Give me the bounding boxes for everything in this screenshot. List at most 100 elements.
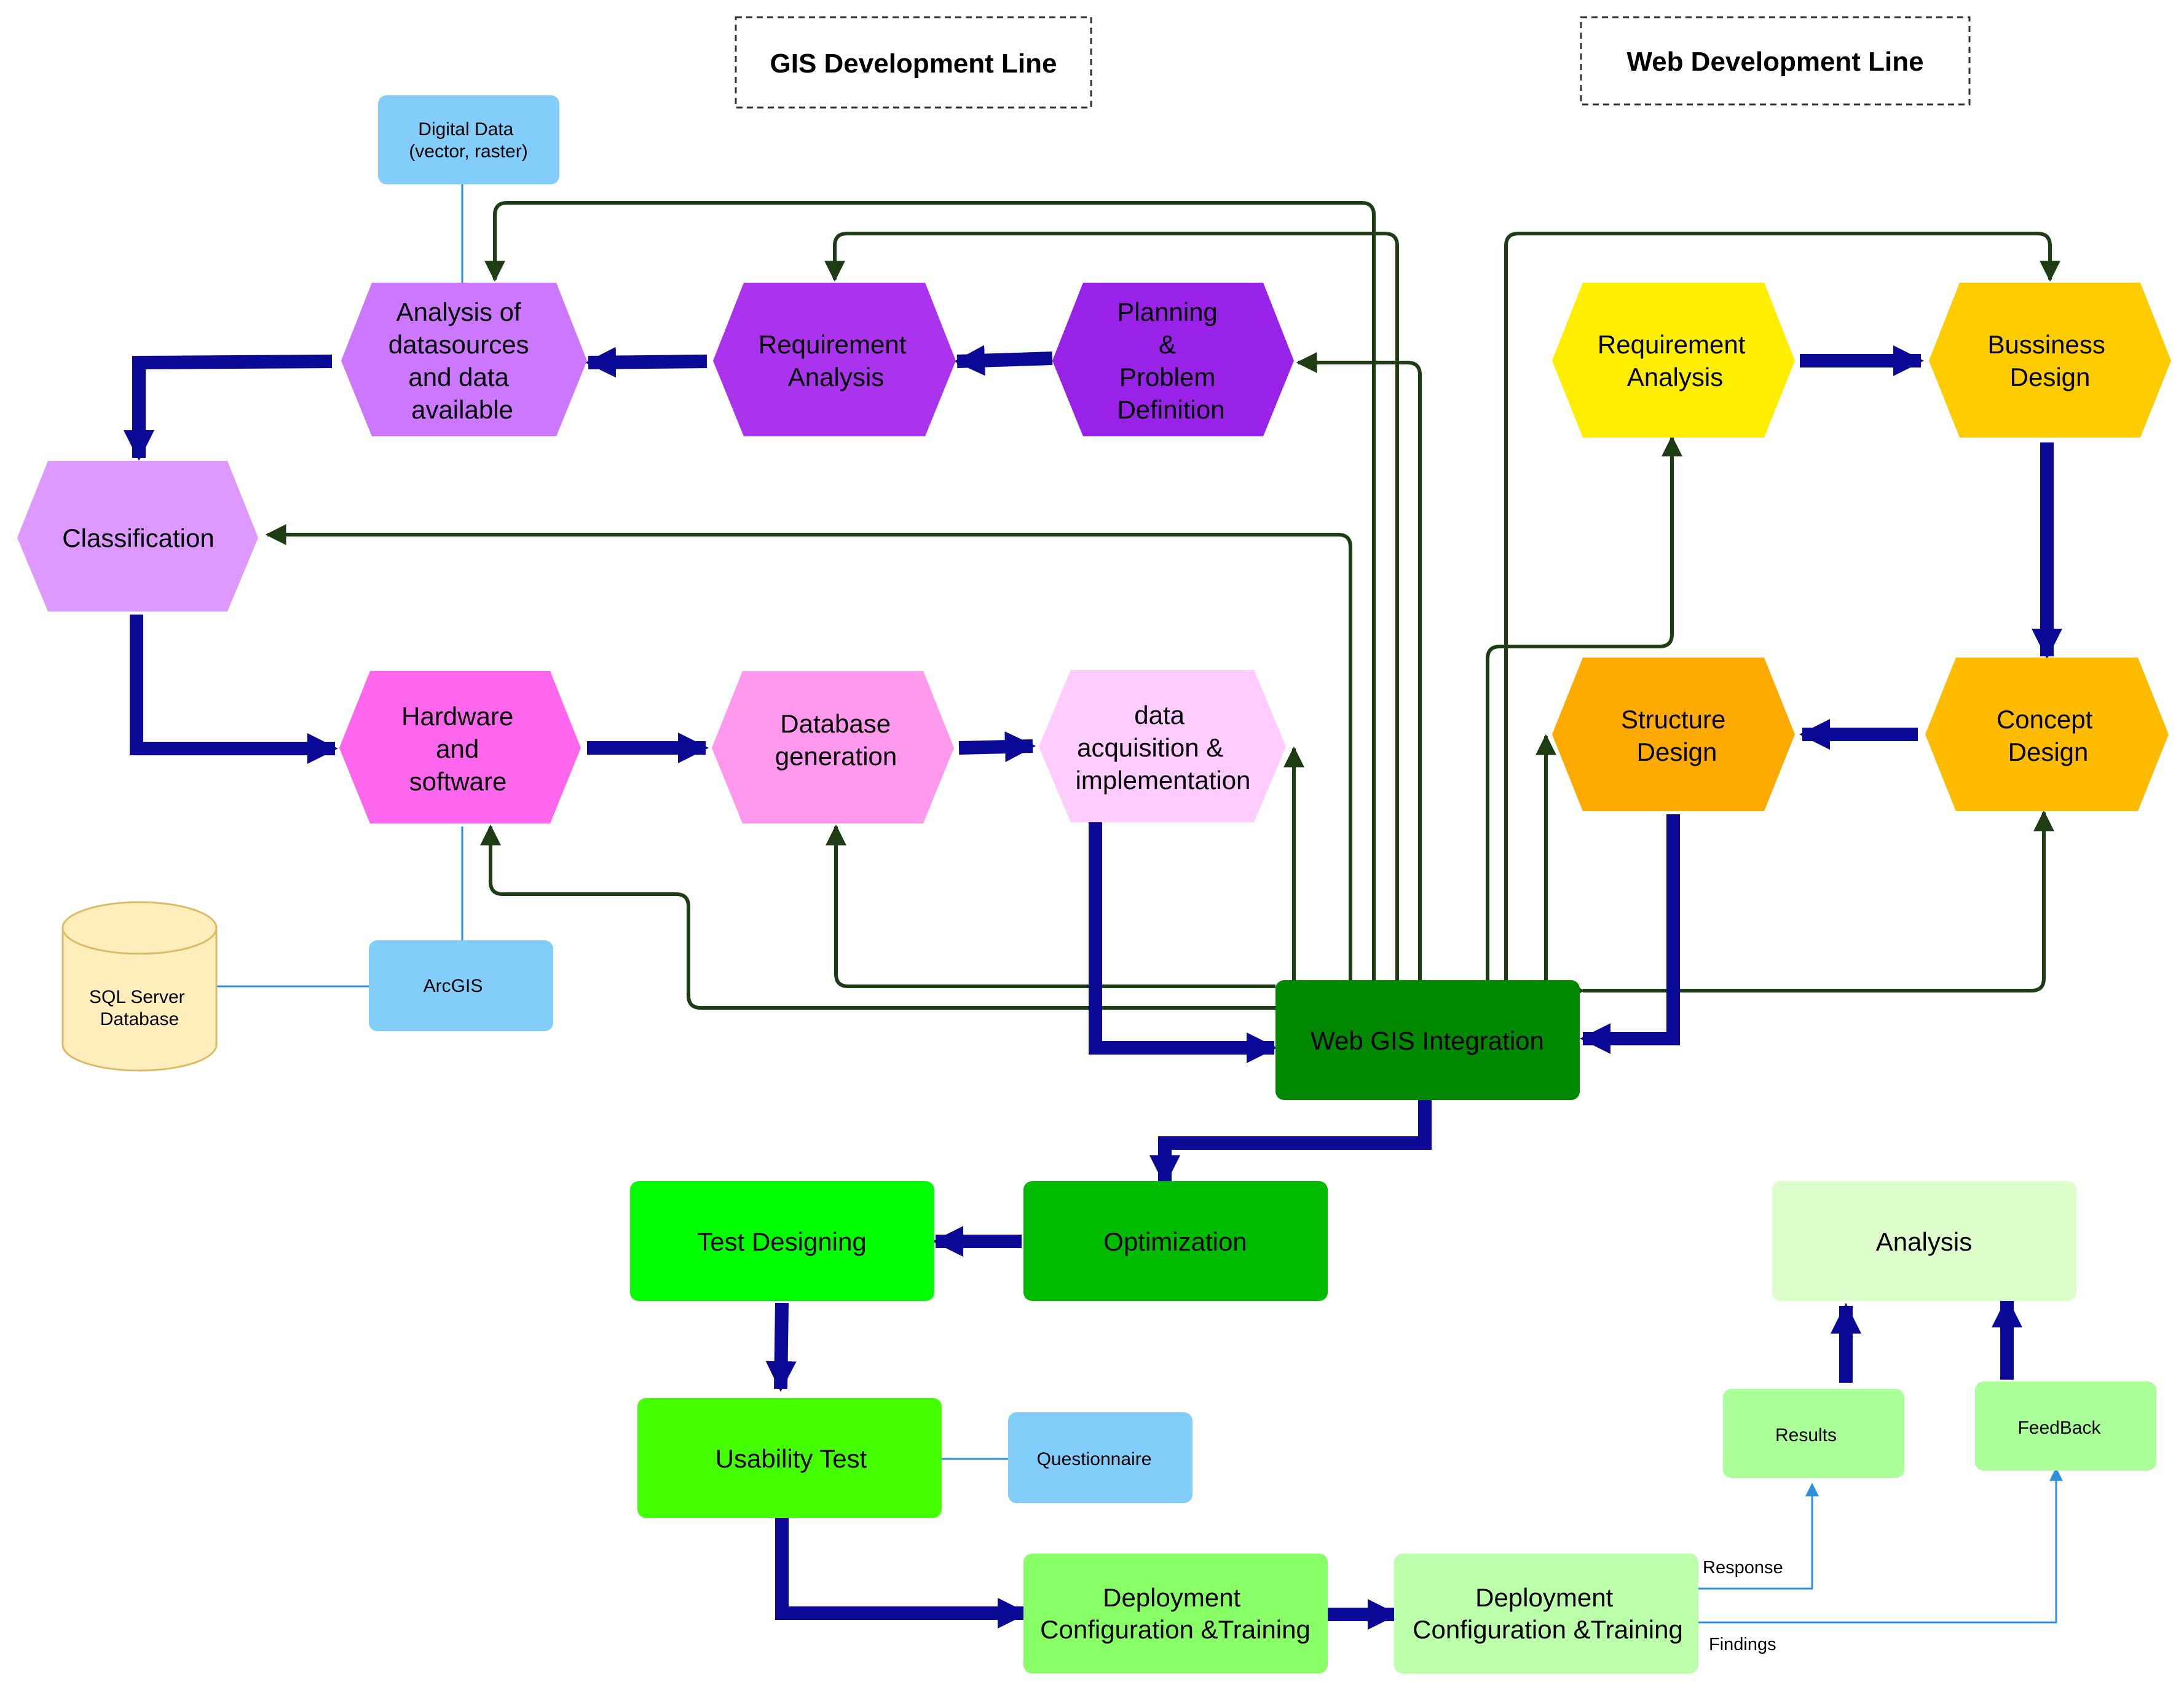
planning-line-1: Planning	[1117, 297, 1217, 326]
planning-line-3: Problem	[1119, 363, 1215, 391]
analysis-label: Analysis	[1876, 1227, 1972, 1256]
feedback-arrow-to-business-design	[1504, 232, 2060, 983]
node-deployment-configuration-training-1[interactable]: Deployment Configuration &Training	[1023, 1554, 1328, 1673]
flow-arrows	[124, 345, 2062, 1630]
node-sql-server-database[interactable]: SQL Server Database	[61, 901, 218, 1072]
node-analysis-of-datasources[interactable]: Analysis of datasources and data availab…	[341, 283, 587, 436]
feedback-arrow-to-concept-design	[1564, 810, 2054, 1001]
optimization-label: Optimization	[1103, 1227, 1247, 1256]
node-test-designing[interactable]: Test Designing	[630, 1181, 934, 1301]
feedback-arrows	[265, 201, 2060, 1010]
svg-text:Requirement Analysis: Requirement Analysis	[759, 330, 913, 391]
feedback-arrow-to-database	[826, 824, 1275, 988]
flow-arrow-usability-to-deployment-1	[775, 1518, 1028, 1629]
svg-text:Concept Design: Concept Design	[1997, 705, 2100, 766]
info-lines	[216, 184, 2063, 1624]
node-web-requirement-analysis[interactable]: Requirement Analysis	[1552, 283, 1795, 438]
node-arcgis[interactable]: ArcGIS	[369, 940, 553, 1031]
node-deployment-configuration-training-2[interactable]: Deployment Configuration &Training	[1394, 1554, 1698, 1673]
svg-text:Digital Data (vector,: Digital Data (vector, raster)	[409, 119, 527, 162]
flow-arrow-analysis-to-classification	[124, 355, 333, 461]
node-business-design[interactable]: Bussiness Design	[1929, 283, 2171, 438]
gis-line-header-text: GIS Development Line	[770, 49, 1057, 79]
deployment-1-line-1: Deployment	[1103, 1583, 1240, 1612]
svg-text:SQL Server Database: SQL Server Database	[89, 987, 190, 1029]
svg-text:Structure Design: Structure Design	[1621, 705, 1733, 766]
sql-server-line-1: SQL Server	[89, 987, 185, 1007]
flow-arrow-classification-to-hardware	[130, 615, 338, 764]
node-optimization[interactable]: Optimization	[1023, 1181, 1328, 1301]
planning-line-2: &	[1159, 330, 1176, 359]
digital-data-line-2: (vector, raster)	[409, 141, 527, 162]
web-line-header: Web Development Line	[1580, 16, 1971, 106]
node-feedback[interactable]: FeedBack	[1975, 1381, 2156, 1471]
edge-label-response: Response	[1703, 1558, 1783, 1578]
node-data-acquisition[interactable]: data acquisition & implementation	[1039, 670, 1286, 822]
data-acquisition-line-1: data	[1134, 701, 1185, 729]
questionnaire-label: Questionnaire	[1037, 1449, 1152, 1469]
node-results[interactable]: Results	[1723, 1389, 1904, 1478]
info-line-findings	[1698, 1467, 2063, 1624]
hardware-line-2: and	[436, 734, 479, 763]
deployment-2-line-1: Deployment	[1475, 1583, 1613, 1612]
sql-server-line-2: Database	[100, 1009, 179, 1029]
svg-text:Deployment Configurati: Deployment Configuration &Training	[1413, 1583, 1683, 1644]
svg-text:data acquisition &: data acquisition & implementation	[1076, 701, 1251, 795]
node-structure-design[interactable]: Structure Design	[1552, 658, 1795, 811]
feedback-arrow-to-gis-requirement	[824, 232, 1399, 983]
node-database-generation[interactable]: Database generation	[712, 671, 954, 823]
analysis-datasources-line-1: Analysis of	[396, 297, 521, 326]
planning-line-4: Definition	[1117, 395, 1224, 424]
feedback-arrow-to-analysis-datasources	[484, 201, 1376, 983]
svg-text:Requirement Analysis: Requirement Analysis	[1598, 330, 1752, 391]
web-gis-label: Web GIS Integration	[1311, 1026, 1544, 1055]
svg-text:Analysis of datasource: Analysis of datasources and data availab…	[388, 297, 536, 424]
node-classification[interactable]: Classification	[17, 461, 258, 611]
analysis-datasources-line-4: available	[411, 395, 513, 424]
node-gis-requirement-analysis[interactable]: Requirement Analysis	[713, 283, 956, 436]
classification-label: Classification	[62, 524, 214, 552]
hardware-line-1: Hardware	[401, 702, 513, 731]
flow-arrow-planning-to-requirement	[954, 345, 1053, 376]
web-line-header-text: Web Development Line	[1626, 47, 1923, 77]
feedback-arrow-to-web-requirement	[1486, 435, 1682, 983]
svg-text:Deployment Configurati: Deployment Configuration &Training	[1040, 1583, 1311, 1644]
node-web-gis-integration[interactable]: Web GIS Integration	[1275, 980, 1580, 1100]
flow-arrow-structure-to-webgis	[1580, 814, 1680, 1054]
feedback-label: FeedBack	[2017, 1418, 2101, 1438]
svg-text:Planning & Pro: Planning & Problem Definition	[1117, 297, 1224, 424]
flow-arrow-requirement-to-analysis	[585, 347, 708, 378]
node-planning-problem-definition[interactable]: Planning & Problem Definition	[1052, 283, 1294, 436]
business-design-line-2: Design	[2010, 363, 2091, 391]
flow-arrow-database-to-acquisition	[958, 731, 1036, 763]
feedback-arrow-to-planning	[1296, 352, 1422, 983]
web-requirement-line-2: Analysis	[1627, 363, 1723, 391]
node-digital-data[interactable]: Digital Data (vector, raster)	[378, 95, 559, 184]
web-requirement-line-1: Requirement	[1598, 330, 1746, 359]
hardware-line-3: software	[409, 767, 507, 796]
feedback-arrow-to-hardware	[480, 824, 1275, 1010]
data-acquisition-line-3: implementation	[1076, 766, 1251, 795]
analysis-datasources-line-2: datasources	[388, 330, 529, 359]
flow-arrow-test-designing-to-usability	[765, 1302, 797, 1392]
usability-test-label: Usability Test	[716, 1444, 867, 1473]
node-hardware-and-software[interactable]: Hardware and software	[339, 671, 581, 823]
test-designing-label: Test Designing	[697, 1227, 866, 1256]
concept-design-line-1: Concept	[1997, 705, 2093, 734]
flow-arrow-acquisition-to-webgis	[1089, 817, 1277, 1063]
node-analysis[interactable]: Analysis	[1772, 1181, 2076, 1301]
node-concept-design[interactable]: Concept Design	[1925, 658, 2169, 811]
deployment-2-line-2: Configuration &Training	[1413, 1615, 1683, 1644]
node-questionnaire[interactable]: Questionnaire	[1008, 1412, 1193, 1503]
structure-design-line-2: Design	[1637, 737, 1717, 766]
feedback-arrow-to-classification	[265, 524, 1352, 983]
results-label: Results	[1775, 1425, 1837, 1445]
analysis-datasources-line-3: and data	[408, 363, 509, 391]
node-usability-test[interactable]: Usability Test	[637, 1398, 942, 1518]
deployment-1-line-2: Configuration &Training	[1040, 1615, 1311, 1644]
info-line-response	[1698, 1482, 1819, 1590]
edge-label-findings: Findings	[1709, 1635, 1776, 1654]
business-design-line-1: Bussiness	[1987, 330, 2105, 359]
svg-text:Hardware and s: Hardware and software	[401, 702, 521, 796]
